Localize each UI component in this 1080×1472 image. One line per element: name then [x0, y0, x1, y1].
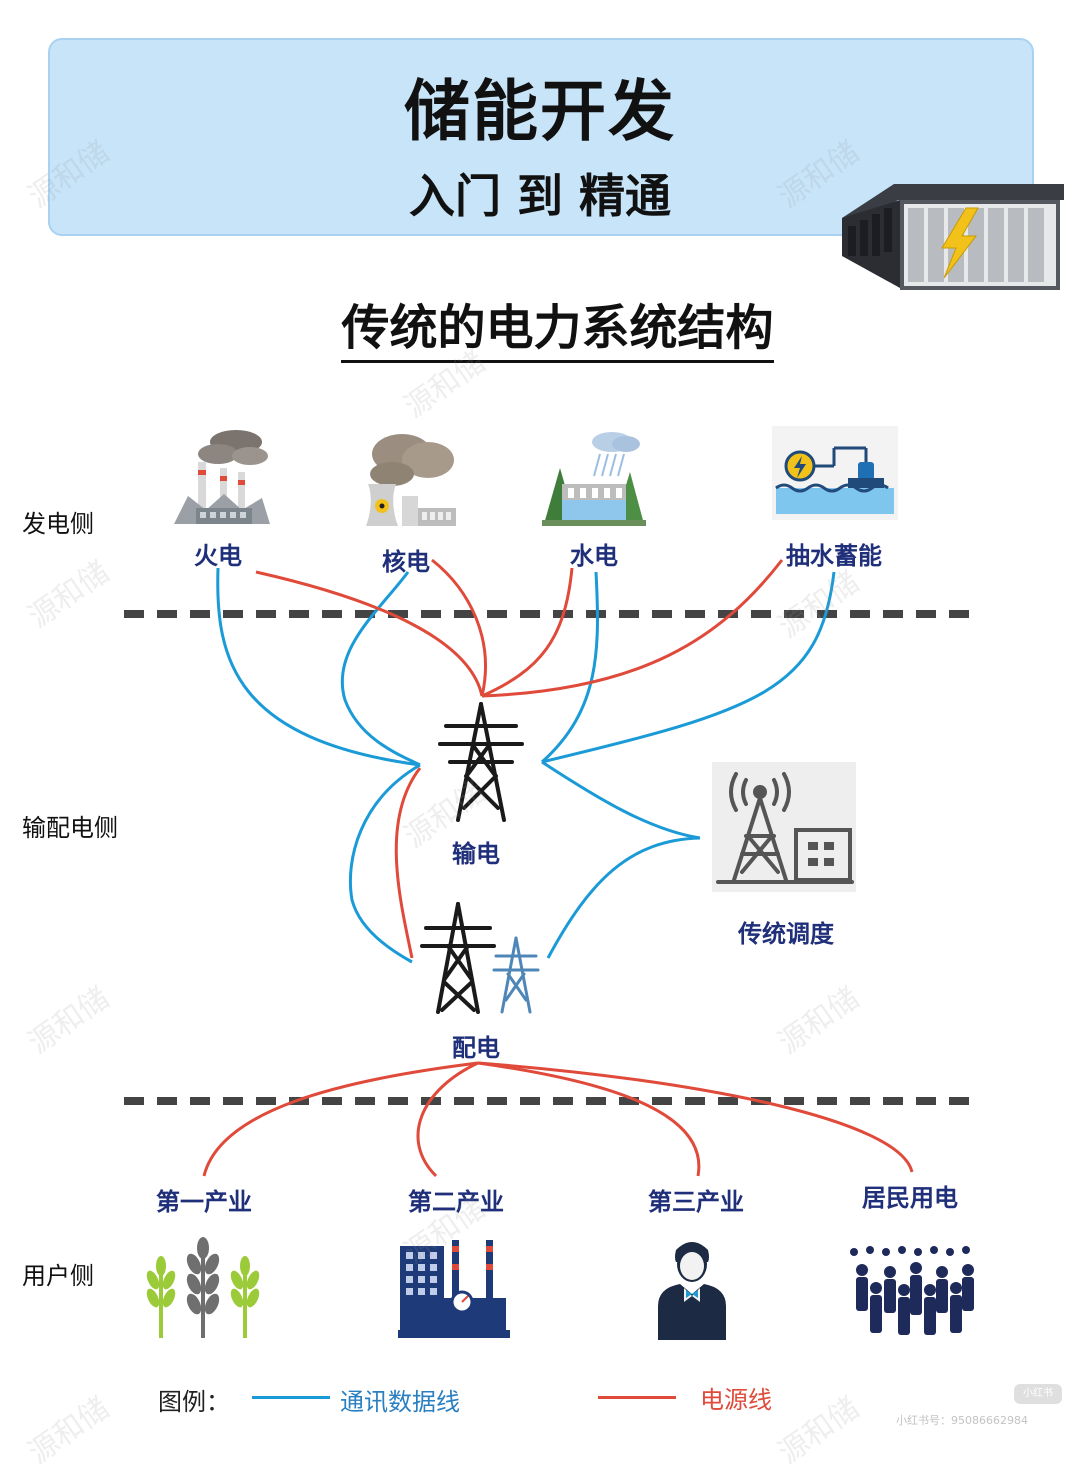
comm-transmission-dispatch [541, 760, 701, 840]
power-pumped-transmission [481, 559, 784, 698]
comm-transmission-distribution [348, 763, 421, 964]
thermal-power-plant-icon [174, 430, 270, 524]
transmission-tower-icon [438, 702, 524, 822]
power-thermal-transmission [255, 570, 484, 697]
power-nuclear-transmission [431, 558, 487, 697]
wheat-icon [146, 1237, 260, 1338]
businessman-icon [658, 1242, 726, 1340]
label-secondary: 第二产业 [408, 1188, 504, 1216]
battery-container-icon [842, 184, 1064, 290]
comm-thermal-transmission [216, 567, 421, 767]
nuclear-plant-icon [366, 434, 456, 526]
section-title-text: 传统的电力系统结构 [341, 300, 774, 363]
platform-badge: 小红书 [1014, 1384, 1062, 1404]
label-nuclear: 核电 [382, 548, 430, 576]
comm-pumped-transmission [541, 571, 836, 764]
label-thermal: 火电 [194, 542, 242, 570]
power-distribution-residential [477, 1061, 914, 1173]
label-tertiary: 第三产业 [648, 1188, 744, 1216]
crowd-icon [850, 1246, 974, 1335]
label-user-side: 用户侧 [22, 1262, 94, 1290]
power-distribution-tertiary [477, 1061, 701, 1177]
section-title: 传统的电力系统结构 [0, 288, 1080, 363]
banner-title: 储能开发 [404, 73, 676, 150]
banner-subtitle: 入门 到 精通 [408, 169, 672, 223]
distribution-towers-icon [420, 902, 540, 1014]
legend-comm-line [252, 1396, 330, 1399]
label-hydro: 水电 [570, 542, 618, 570]
platform-account-note: 小红书号：95086662984 [896, 1414, 1028, 1427]
power-hydro-transmission [481, 567, 574, 698]
label-transmission: 输电 [452, 840, 500, 868]
power-transmission-distribution [394, 767, 422, 959]
hydro-dam-icon [542, 432, 646, 526]
factory-icon [398, 1240, 510, 1338]
legend-prefix: 图例： [158, 1388, 230, 1416]
label-pumped: 抽水蓄能 [786, 542, 882, 570]
label-primary: 第一产业 [156, 1188, 252, 1216]
dispatch-station-icon [712, 762, 856, 892]
label-grid-side: 输配电侧 [22, 814, 118, 842]
power-distribution-secondary [416, 1061, 479, 1178]
comm-dispatch-distribution [546, 836, 701, 959]
legend-power-line [598, 1396, 676, 1399]
label-dispatch: 传统调度 [738, 920, 834, 948]
label-distribution: 配电 [452, 1034, 500, 1062]
power-distribution-primary [202, 1061, 479, 1177]
legend-comm-label: 通讯数据线 [340, 1388, 460, 1416]
label-generation-side: 发电侧 [22, 510, 94, 538]
label-residential: 居民用电 [862, 1184, 958, 1212]
legend-power-label: 电源线 [700, 1386, 772, 1414]
connection-diagram [124, 558, 972, 1178]
pumped-storage-icon [772, 426, 898, 520]
comm-nuclear-transmission [340, 571, 421, 767]
comm-hydro-transmission [540, 571, 599, 764]
